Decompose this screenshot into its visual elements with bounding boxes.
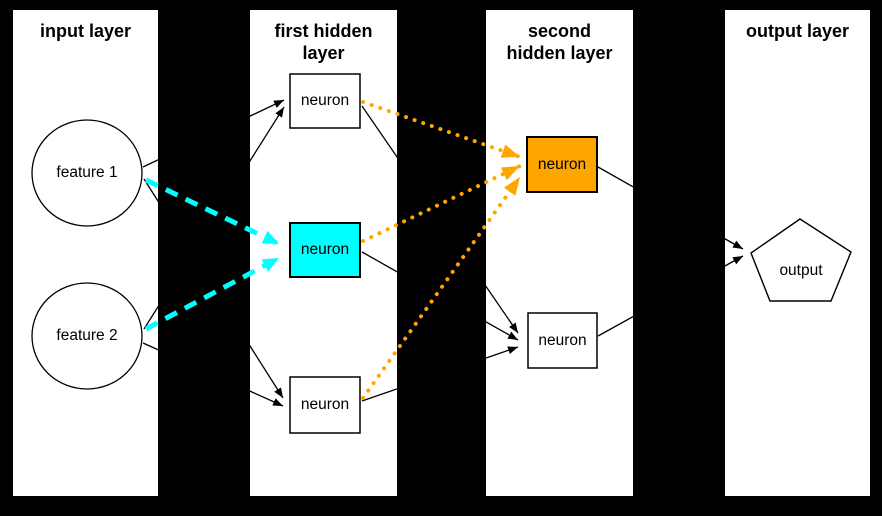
edge-feature2-hidden1c [142,342,284,407]
orange-dotted-edges [361,100,522,400]
panel-input-layer [13,10,158,496]
edge-feature1-hidden1c [143,178,284,399]
node-hidden1-neuron1 [289,73,361,129]
node-hidden1-neuron2-highlighted [289,222,361,278]
edge-feature1-hidden1a [142,99,285,168]
edge-hidden1b-hidden2a-orange [361,164,522,243]
node-feature-1 [31,119,143,227]
edge-hidden2b-output [597,255,744,337]
edge-hidden1a-hidden2a-orange [361,100,522,159]
panel-second-hidden-layer [486,10,633,496]
cyan-dashed-edges [144,177,281,332]
edge-hidden2a-output [597,166,744,250]
node-feature-2 [31,282,143,390]
solid-edges [142,99,744,407]
edge-feature2-hidden1b-cyan [144,255,281,332]
edge-hidden1c-hidden2b [361,346,519,402]
edge-hidden1b-hidden2b [361,251,519,341]
node-hidden2-neuron1-highlighted [526,136,598,193]
edge-hidden1a-hidden2b [361,105,519,334]
node-hidden2-neuron2 [527,312,598,369]
edge-feature2-hidden1a [143,106,285,330]
node-hidden1-neuron3 [289,376,361,434]
edge-hidden1c-hidden2a-orange [361,175,522,400]
node-output-pentagon [750,218,852,302]
edge-feature1-hidden1b-cyan [144,177,281,247]
